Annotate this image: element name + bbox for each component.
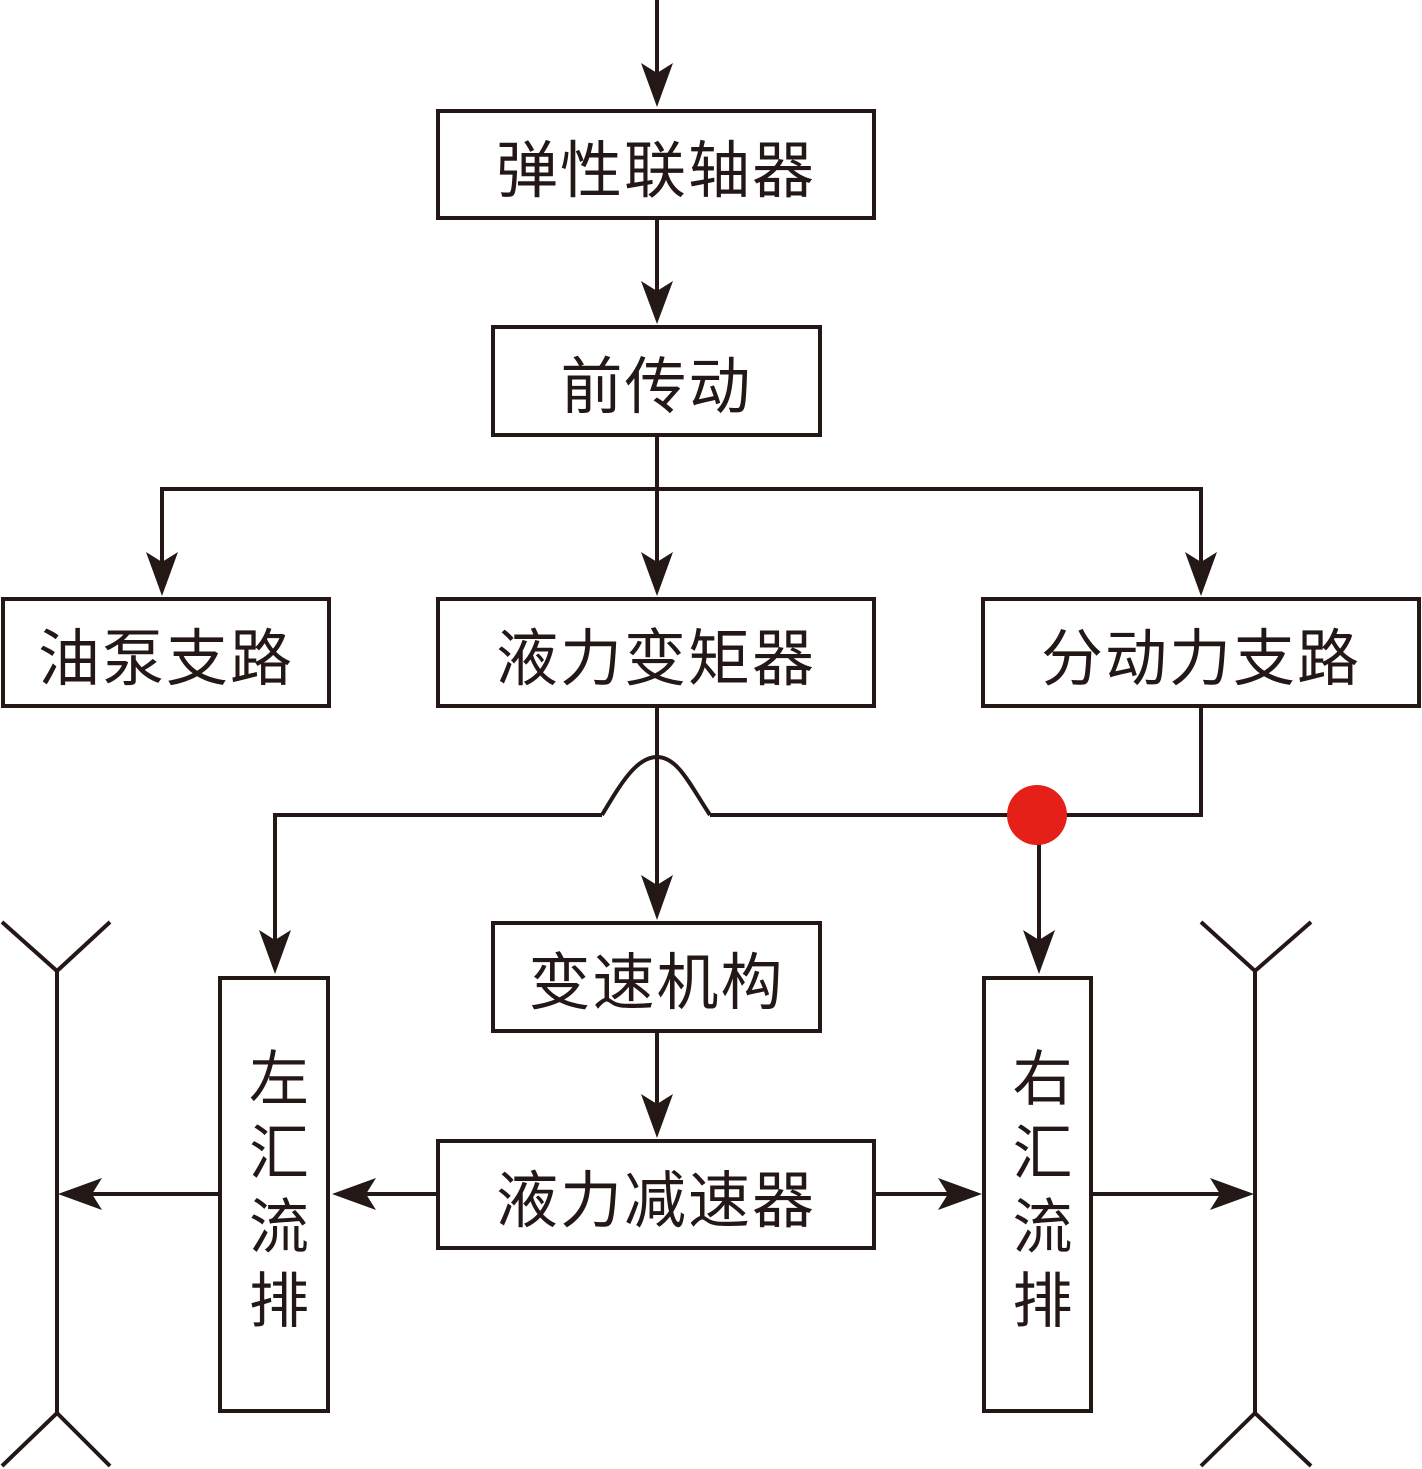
right-output-shaft-bottom: [1199, 1410, 1313, 1468]
node-front-drive: 前传动: [491, 325, 822, 437]
arrowhead-left-summing: [259, 930, 291, 974]
node-gearbox-label: 变速机构: [528, 946, 785, 1019]
arrowhead-retarder-left: [332, 1178, 376, 1210]
node-pto: 分动力支路: [981, 597, 1421, 708]
node-right-summing-label: 右汇流排: [1002, 1046, 1072, 1343]
node-oil-pump-label: 油泵支路: [37, 621, 294, 695]
junction-dot: [1007, 785, 1067, 845]
node-pto-label: 分动力支路: [1040, 621, 1361, 695]
right-output-shaft-top: [1199, 920, 1313, 974]
edge-pto-left-summing: [273, 813, 602, 965]
arrowhead-torque-converter: [641, 552, 673, 596]
node-torque-converter-label: 液力变矩器: [495, 621, 816, 695]
arrowhead-retarder-right: [938, 1178, 982, 1210]
node-gearbox: 变速机构: [491, 921, 822, 1033]
arrowhead-gearbox: [641, 875, 673, 920]
left-output-shaft-bottom: [0, 1410, 112, 1468]
edge-split-bus: [160, 487, 1203, 585]
arrowhead-pto: [1185, 552, 1217, 596]
node-torque-converter: 液力变矩器: [436, 597, 876, 708]
node-oil-pump: 油泵支路: [1, 597, 331, 708]
node-retarder: 液力减速器: [436, 1139, 876, 1250]
left-output-shaft-top: [0, 920, 112, 974]
arrowhead-left-shaft: [58, 1178, 102, 1210]
node-left-summing: 左汇流排: [218, 976, 330, 1413]
node-retarder-label: 液力减速器: [495, 1163, 816, 1237]
arrowhead-front-drive: [641, 281, 673, 324]
arrowhead-right-summing: [1023, 930, 1055, 974]
node-front-drive-label: 前传动: [560, 350, 753, 423]
arrowhead-coupling: [641, 63, 673, 107]
node-coupling: 弹性联轴器: [436, 109, 876, 220]
edge-hop-over: [600, 754, 712, 817]
arrowhead-oil-pump: [146, 552, 178, 596]
arrowhead-right-shaft: [1210, 1178, 1254, 1210]
node-coupling-label: 弹性联轴器: [495, 133, 816, 207]
edge-pto-branch: [710, 707, 1203, 817]
node-right-summing: 右汇流排: [982, 976, 1093, 1413]
node-left-summing-label: 左汇流排: [238, 1046, 309, 1343]
arrowhead-retarder: [641, 1094, 673, 1138]
